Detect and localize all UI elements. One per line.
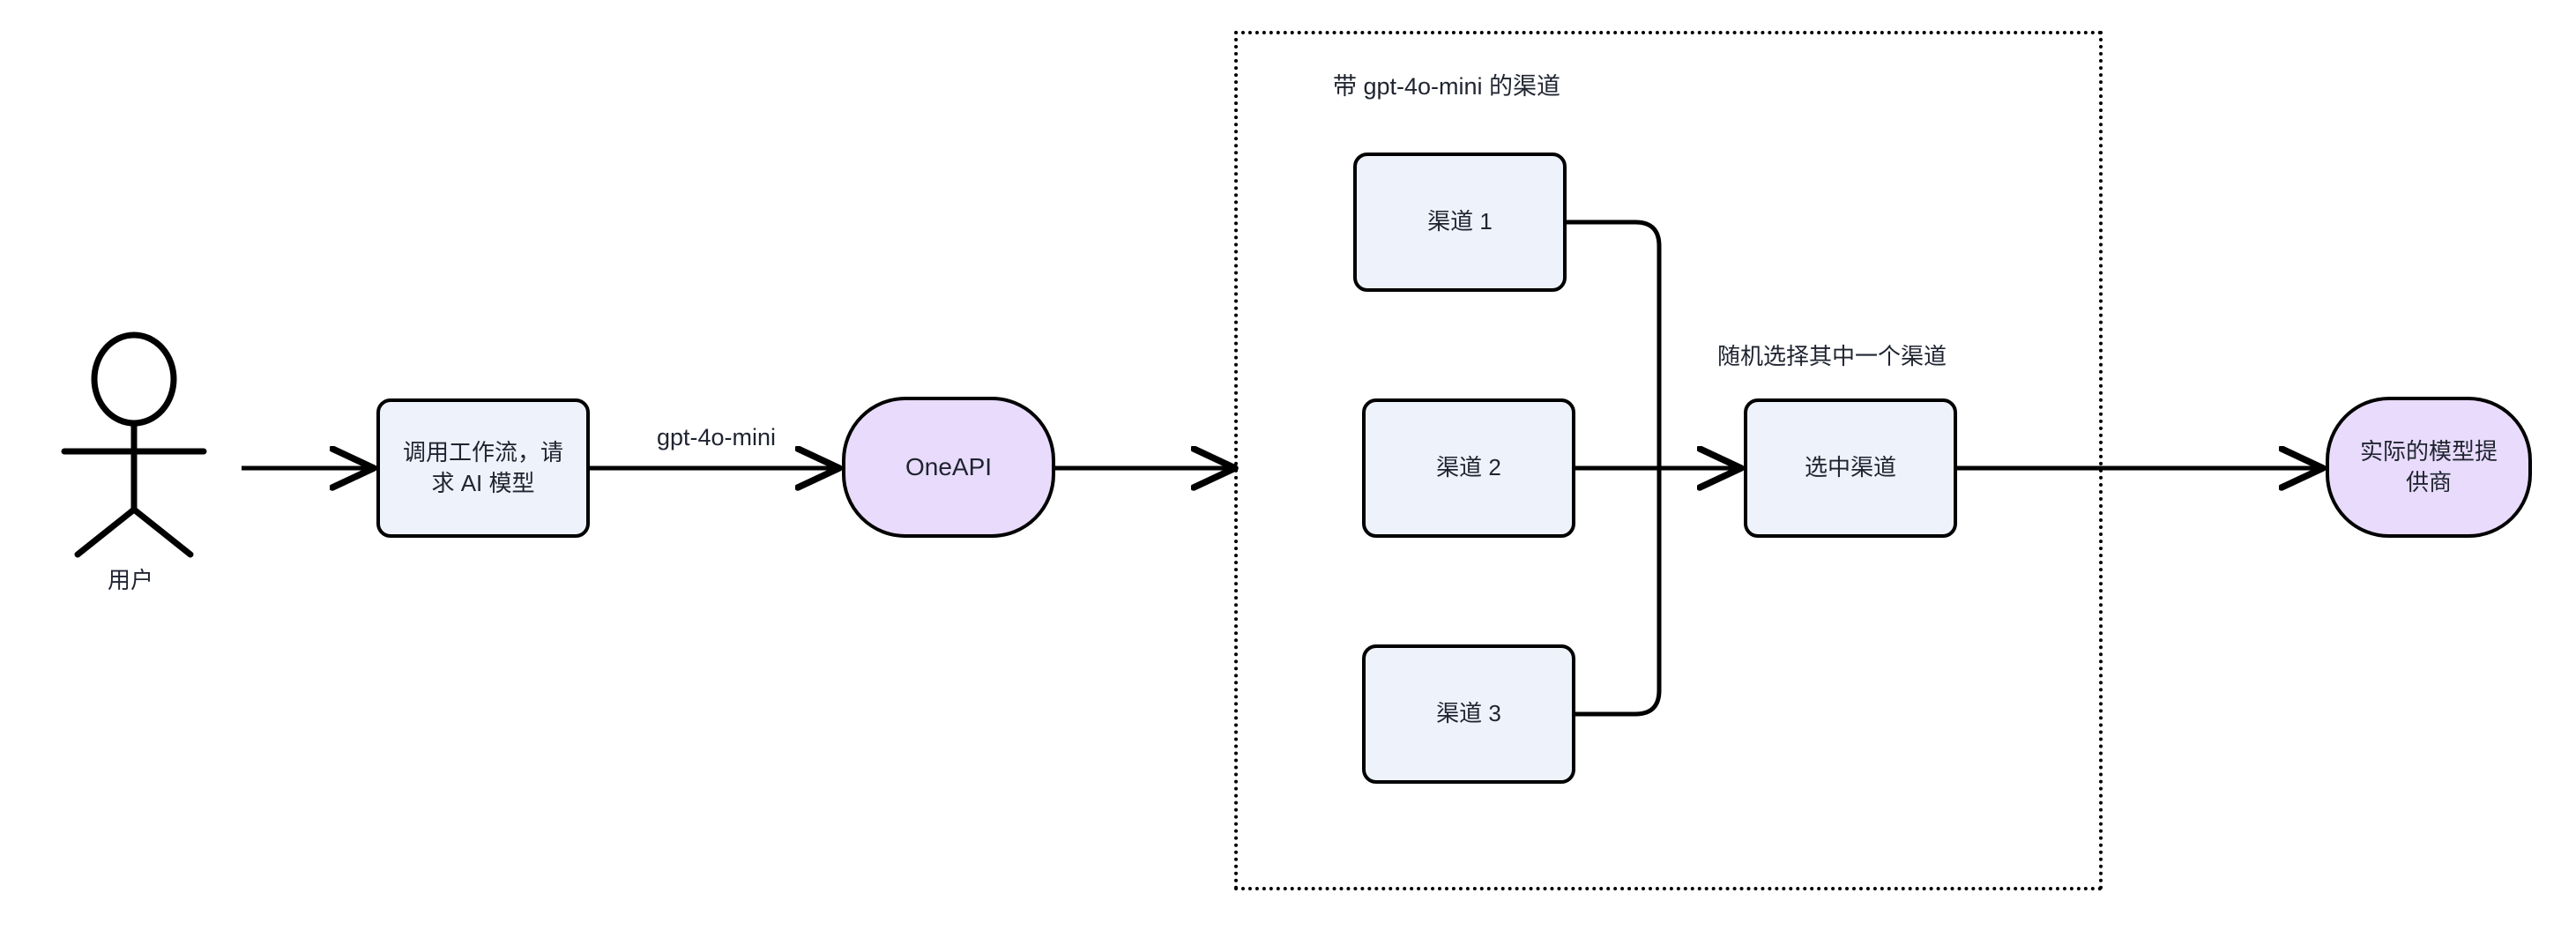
node-oneapi[interactable]: OneAPI (842, 397, 1055, 538)
node-channel-3[interactable]: 渠道 3 (1362, 644, 1575, 784)
node-channel-3-label: 渠道 3 (1436, 700, 1501, 727)
node-workflow-label-line2: 求 AI 模型 (431, 470, 535, 496)
edge-label-model-name: gpt-4o-mini (657, 424, 777, 450)
node-provider-label-line2: 供商 (2405, 469, 2452, 495)
edge-label-random-pick: 随机选择其中一个渠道 (1717, 343, 1947, 369)
actor-label: 用户 (108, 567, 154, 593)
node-provider[interactable]: 实际的模型提 供商 (2326, 397, 2532, 538)
node-provider-label-line1: 实际的模型提 (2359, 437, 2498, 465)
node-workflow-label-line1: 调用工作流，请 (402, 438, 563, 465)
node-channel-1-label: 渠道 1 (1427, 208, 1493, 235)
channel-group-label: 带 gpt-4o-mini 的渠道 (1333, 73, 1561, 100)
node-workflow[interactable]: 调用工作流，请 求 AI 模型 (376, 398, 590, 538)
node-channel-2-label: 渠道 2 (1436, 454, 1501, 481)
node-selected-channel-label: 选中渠道 (1804, 454, 1896, 481)
node-channel-1[interactable]: 渠道 1 (1353, 153, 1567, 292)
node-workflow-label: 调用工作流，请 求 AI 模型 (394, 437, 572, 499)
node-channel-2[interactable]: 渠道 2 (1362, 398, 1575, 538)
node-oneapi-label: OneAPI (905, 453, 993, 481)
node-provider-label: 实际的模型提 供商 (2351, 436, 2506, 498)
node-selected-channel[interactable]: 选中渠道 (1744, 398, 1957, 538)
stick-figure-icon (61, 331, 207, 558)
